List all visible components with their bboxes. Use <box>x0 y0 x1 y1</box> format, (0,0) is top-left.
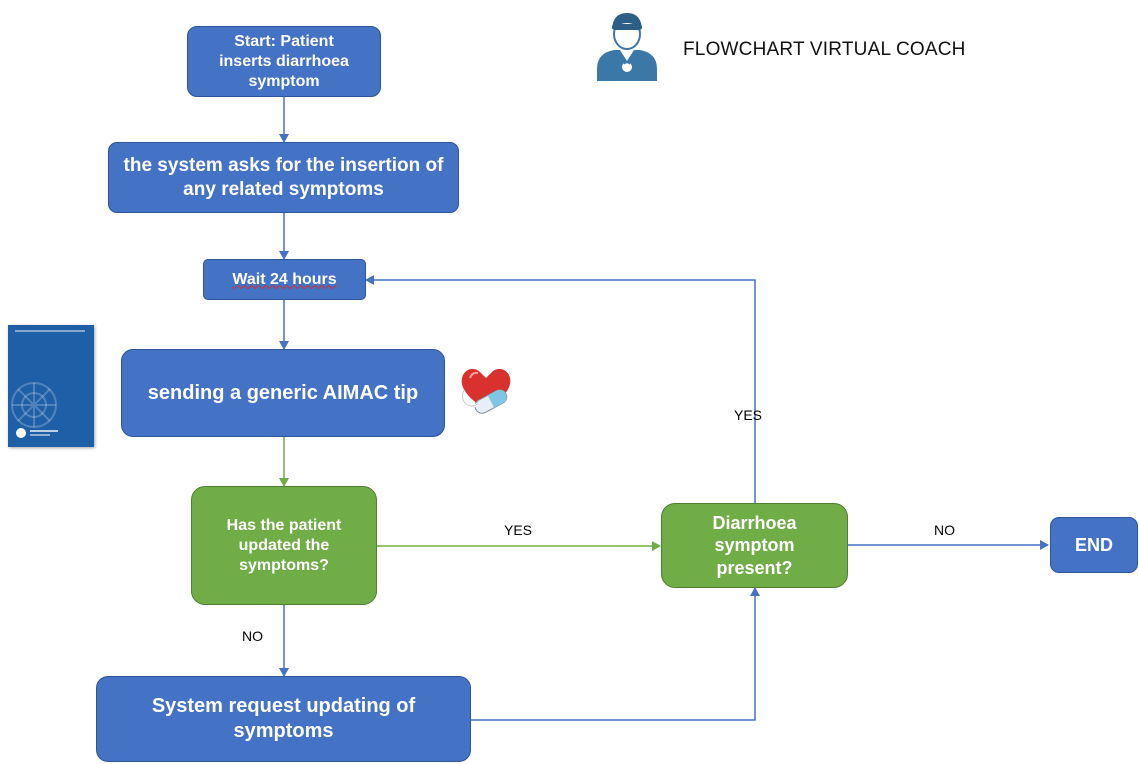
send-tip-node: sending a generic AIMAC tip <box>121 349 445 437</box>
wait-node-label: Wait 24 hours <box>232 270 337 288</box>
aimac-booklet-icon <box>8 325 94 447</box>
edge-label-present-no: NO <box>934 522 955 538</box>
ask-related-node: the system asks for the insertion of any… <box>108 142 459 213</box>
request-update-label: System request updating of symptoms <box>151 695 416 742</box>
updated-decision-node: Has the patient updated the symptoms? <box>191 486 377 605</box>
arrow-present-yes-loop <box>365 275 756 503</box>
edge-label-updated-yes: YES <box>504 522 533 538</box>
updated-decision-label: Has the patient updated the symptoms? <box>226 516 342 574</box>
arrow-request-to-present <box>471 587 760 721</box>
coach-avatar-icon <box>594 9 660 81</box>
edge-label-updated-no: NO <box>242 628 263 644</box>
heart-pill-icon <box>458 364 514 416</box>
start-node-label: Start: Patient inserts diarrhoea symptom <box>219 32 349 90</box>
ask-related-node-label: the system asks for the insertion of any… <box>123 154 444 200</box>
present-decision-node: Diarrhoea symptom present? <box>661 503 848 588</box>
present-decision-label: Diarrhoea symptom present? <box>712 512 797 578</box>
send-tip-node-label: sending a generic AIMAC tip <box>147 381 419 404</box>
end-node: END <box>1050 517 1138 573</box>
page-title: FLOWCHART VIRTUAL COACH <box>683 39 966 60</box>
edge-label-present-yes: YES <box>734 407 763 423</box>
wait-node: Wait 24 hours <box>203 259 366 300</box>
end-node-label: END <box>1074 534 1113 555</box>
request-update-node: System request updating of symptoms <box>96 676 471 762</box>
start-node: Start: Patient inserts diarrhoea symptom <box>187 26 381 97</box>
